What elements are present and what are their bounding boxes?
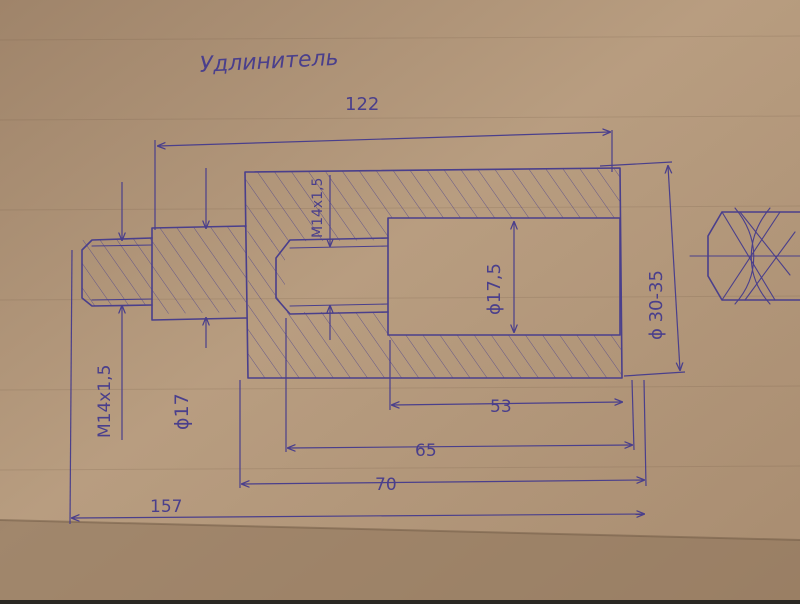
dim-thread-depth: 65 [285, 318, 635, 461]
dim-body-length: 70 [239, 379, 647, 495]
dim-thread-depth-label: 65 [415, 441, 437, 461]
dim-body-length-label: 70 [375, 475, 397, 495]
part-outline [81, 167, 623, 379]
dim-outer-thread: M14x1,5 [95, 182, 122, 440]
dim-bore-depth: 53 [389, 340, 622, 417]
dim-inner-thread-label: M14x1,5 [310, 178, 326, 238]
dim-total-length: 157 [69, 249, 644, 525]
dim-bore-diameter-label: ϕ17,5 [484, 263, 505, 315]
cardboard-edge-shadow [0, 520, 800, 600]
dim-bore-depth-label: 53 [490, 397, 512, 417]
dim-shoulder-diameter: ϕ17 [171, 168, 206, 430]
dim-outer-diameter-label: ϕ 30-35 [646, 270, 667, 340]
dim-top-length-label: 122 [345, 94, 379, 115]
dim-outer-diameter: ϕ 30-35 [599, 161, 686, 377]
dim-outer-thread-label: M14x1,5 [95, 365, 115, 438]
dim-inner-thread: M14x1,5 [310, 175, 330, 340]
dim-total-length-label: 157 [150, 497, 182, 517]
dim-shoulder-diameter-label: ϕ17 [171, 393, 193, 430]
dim-top-length: 122 [154, 94, 613, 230]
hex-end-view [689, 207, 800, 305]
dim-bore-diameter: ϕ17,5 [484, 222, 514, 332]
